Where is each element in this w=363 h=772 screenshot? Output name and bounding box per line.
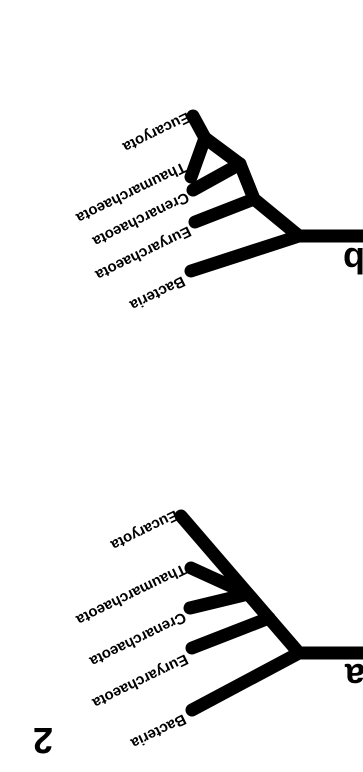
label-eucaryota: Eucaryota	[107, 506, 180, 553]
branch-euryarchaeota	[185, 611, 276, 655]
panel-letter-b: b	[343, 240, 363, 281]
branch-eucaryota	[186, 109, 212, 145]
panel-letter-a: a	[344, 656, 363, 697]
branch-thaumarchaeota	[184, 561, 255, 601]
label-eucaryota: Eucaryota	[119, 108, 192, 155]
branch-archaea-eucarya-stem	[247, 192, 306, 243]
panel-number: 2	[33, 720, 53, 761]
branch-euryarchaeota	[188, 192, 261, 229]
branch-bacteria	[184, 229, 306, 278]
branch-thaumarchaeota	[184, 131, 212, 184]
branch-eucaryota-stem	[198, 131, 247, 171]
label-bacteria: Bacteria	[127, 710, 188, 752]
branch-crenarchaeota	[186, 157, 247, 197]
branch-bacteria	[185, 646, 306, 717]
label-bacteria: Bacteria	[126, 272, 187, 314]
tree-panel-b: Bacteria Euryarchaeota Crenarchaeota Tha…	[73, 108, 363, 314]
rotated-figure: Bacteria Euryarchaeota Crenarchaeota Tha…	[33, 108, 363, 761]
tree-panel-a: Bacteria Euryarchaeota Crenarchaeota Tha…	[33, 506, 363, 761]
